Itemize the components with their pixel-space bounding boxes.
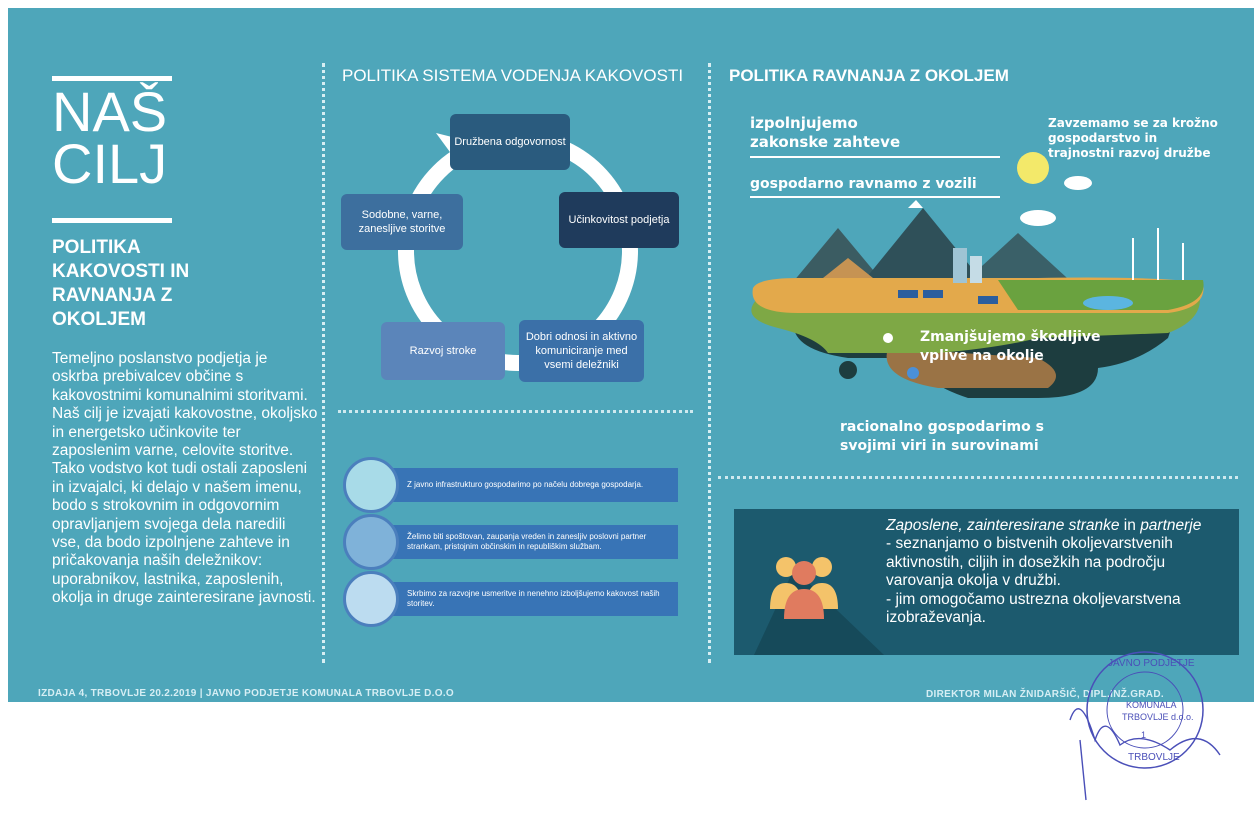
cloud-icon xyxy=(1020,210,1056,226)
quality-policy-title: POLITIKA SISTEMA VODENJA KAKOVOSTI xyxy=(342,66,684,85)
stakeholder-text: Zaposlene, zainteresirane stranke in par… xyxy=(886,517,1231,627)
cycle-node-label: Dobri odnosi in aktivno komuniciranje me… xyxy=(525,331,638,371)
stakeholder-heading-a: Zaposlene, zainteresirane stranke xyxy=(886,517,1120,534)
stamp-ring xyxy=(1069,651,1221,801)
env-text-line: vplive na okolje xyxy=(920,348,1044,364)
main-title-line-2: CILJ xyxy=(52,132,168,195)
subtitle-line: POLITIKA xyxy=(52,237,141,258)
sun-icon xyxy=(1017,152,1049,184)
subtitle-line: KAKOVOSTI IN xyxy=(52,261,190,282)
cycle-node-label: Sodobne, varne, zanesljive storitve xyxy=(358,209,446,235)
dot xyxy=(883,333,893,343)
signature xyxy=(1079,739,1087,801)
underline xyxy=(750,196,1000,198)
stamp-text-bottom: TRBOVLJE xyxy=(1128,752,1180,763)
people-icon xyxy=(754,557,884,655)
statement-bar-1: Z javno infrastrukturo gospodarimo po na… xyxy=(393,468,678,502)
cycle-node-label: Razvoj stroke xyxy=(409,345,477,357)
footer-director: DIREKTOR MILAN ŽNIDARŠIČ, DIPL.INŽ.GRAD. xyxy=(926,689,1164,700)
statement-bubble-2 xyxy=(343,514,399,570)
poster: NAŠ CILJ POLITIKA KAKOVOSTI IN RAVNANJA … xyxy=(8,8,1254,702)
subtitle-line: RAVNANJA Z xyxy=(52,285,173,306)
signature xyxy=(1069,708,1221,756)
env-statement-vehicles: gospodarno ravnamo z vozili xyxy=(750,176,977,192)
stakeholder-line-1: - seznanjamo o bistvenih okoljevarstveni… xyxy=(886,535,1173,590)
dot xyxy=(907,367,919,379)
cycle-node-communication: Dobri odnosi in aktivno komuniciranje me… xyxy=(519,320,644,382)
snow-cap xyxy=(908,200,923,208)
underline xyxy=(750,156,1000,158)
column-divider-left xyxy=(322,63,325,663)
cycle-node-efficiency: Učinkovitost podjetja xyxy=(559,192,679,248)
statement-text: Želimo biti spoštovan, zaupanja vreden i… xyxy=(407,532,647,551)
cycle-node-professional-development: Razvoj stroke xyxy=(381,322,505,380)
title-rule-top xyxy=(52,76,172,81)
soil-layer xyxy=(886,348,1056,388)
dot xyxy=(839,361,857,379)
cycle-node-label: Družbena odgovornost xyxy=(454,136,566,148)
statement-text: Z javno infrastrukturo gospodarimo po na… xyxy=(407,480,644,489)
env-text-line: trajnostni razvoj družbe xyxy=(1048,146,1211,160)
solar-panel xyxy=(898,290,918,298)
env-text-line: gospodarstvo in xyxy=(1048,131,1158,145)
solar-panel xyxy=(923,290,943,298)
env-text-line: racionalno gospodarimo s xyxy=(840,419,1044,435)
env-statement-impact: Zmanjšujemo škodljive vplive na okolje xyxy=(920,328,1101,366)
column-divider-right xyxy=(708,63,711,663)
stamp-text-mid1: KOMUNALA xyxy=(1126,700,1177,710)
cycle-node-label: Učinkovitost podjetja xyxy=(568,214,670,226)
company-stamp: JAVNO PODJETJE KOMUNALA TRBOVLJE d.o.o. … xyxy=(1050,650,1230,810)
building xyxy=(970,256,982,283)
main-title-line-1: NAŠ xyxy=(52,80,168,143)
middle-divider xyxy=(338,410,693,413)
statement-bar-2: Želimo biti spoštovan, zaupanja vreden i… xyxy=(393,525,678,559)
statement-bubble-1 xyxy=(343,457,399,513)
right-divider xyxy=(718,476,1238,479)
cycle-node-social-responsibility: Družbena odgovornost xyxy=(450,114,570,170)
stamp-text-num: 1 xyxy=(1141,730,1147,740)
cycle-node-modern-services: Sodobne, varne, zanesljive storitve xyxy=(341,194,463,250)
environment-policy-title: POLITIKA RAVNANJA Z OKOLJEM xyxy=(729,66,1009,85)
stakeholder-line-2: - jim omogočamo ustrezna okoljevarstvena… xyxy=(886,590,1181,627)
stamp-text-mid2: TRBOVLJE d.o.o. xyxy=(1122,712,1194,722)
lake xyxy=(1083,296,1133,310)
env-text-line: Zmanjšujemo škodljive xyxy=(920,329,1101,345)
stakeholder-panel: Zaposlene, zainteresirane stranke in par… xyxy=(734,509,1239,655)
solar-panel xyxy=(978,296,998,304)
footer-edition: IZDAJA 4, TRBOVLJE 20.2.2019 | JAVNO POD… xyxy=(38,688,454,699)
statement-bubble-3 xyxy=(343,571,399,627)
env-statement-legal: izpolnjujemo zakonske zahteve xyxy=(750,114,900,152)
subtitle: POLITIKA KAKOVOSTI IN RAVNANJA Z OKOLJEM xyxy=(52,236,282,332)
env-statement-circular: Zavzemamo se za krožno gospodarstvo in t… xyxy=(1048,116,1218,161)
cloud-icon xyxy=(1064,176,1092,190)
mountain xyxy=(858,208,988,288)
statement-bar-3: Skrbimo za razvojne usmeritve in nenehno… xyxy=(393,582,678,616)
subtitle-line: OKOLJEM xyxy=(52,309,146,330)
env-statement-resources: racionalno gospodarimo s svojimi viri in… xyxy=(840,418,1044,456)
env-text-line: svojimi viri in surovinami xyxy=(840,438,1039,454)
stakeholder-heading-b: in xyxy=(1119,517,1141,534)
green-field xyxy=(998,280,1204,310)
stakeholder-heading: Zaposlene, zainteresirane stranke in par… xyxy=(886,517,1231,535)
env-text-line: zakonske zahteve xyxy=(750,133,901,151)
title-rule-bottom xyxy=(52,218,172,223)
mountain xyxy=(958,233,1078,288)
env-text-line: izpolnjujemo xyxy=(750,114,858,132)
main-title: NAŠ CILJ xyxy=(52,80,182,195)
stakeholder-heading-c: partnerje xyxy=(1140,517,1202,534)
landscape-illustration xyxy=(751,152,1204,398)
env-text-line: Zavzemamo se za krožno xyxy=(1048,116,1218,130)
statement-text: Skrbimo za razvojne usmeritve in nenehno… xyxy=(407,589,660,608)
intro-paragraph: Temeljno poslanstvo podjetja je oskrba p… xyxy=(52,350,318,607)
stamp-text-top: JAVNO PODJETJE xyxy=(1108,658,1195,669)
building xyxy=(953,248,967,283)
